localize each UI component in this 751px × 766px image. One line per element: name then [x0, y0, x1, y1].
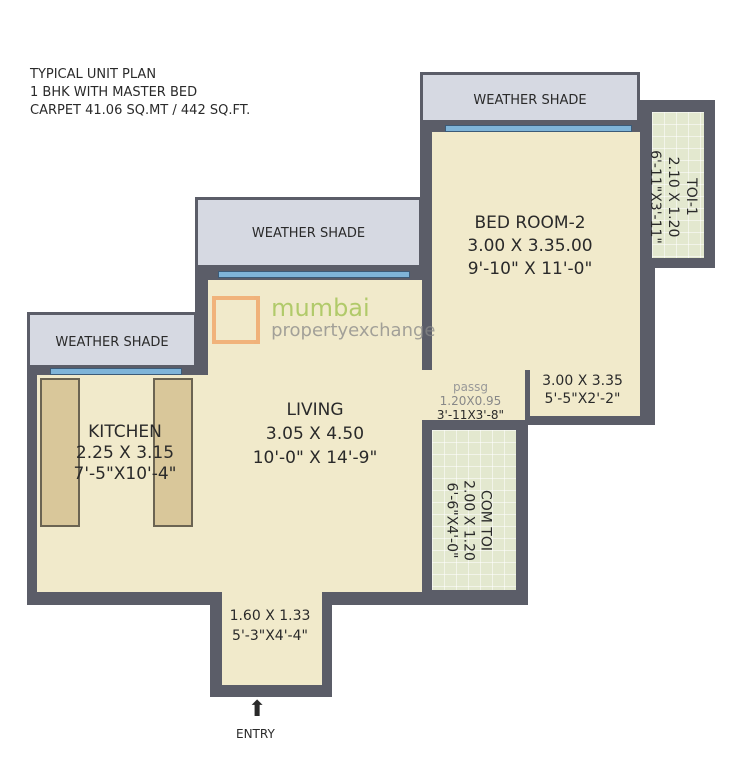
- kitchen-counter: [153, 378, 193, 527]
- room-name: COM TOI: [477, 489, 494, 552]
- room-name: BED ROOM-2: [474, 213, 586, 233]
- room-name: TOI-1: [683, 178, 699, 216]
- room-metric: 3.00 X 3.35: [542, 373, 623, 389]
- watermark-line2: propertyexchange: [271, 320, 436, 341]
- title-line: TYPICAL UNIT PLAN: [30, 67, 157, 82]
- room-metric: 2.00 X 1.20: [460, 480, 477, 561]
- utility-label: 3.00 X 3.35 5'-5"X2'-2": [525, 372, 640, 408]
- living-label: LIVING 3.05 X 4.50 10'-0" X 14'-9": [225, 398, 405, 470]
- room-imperial: 5'-3"X4'-4": [232, 628, 308, 644]
- room-imperial: 5'-5"X2'-2": [544, 391, 621, 407]
- room-name: passg: [452, 380, 489, 394]
- weather-shade-kitchen: WEATHER SHADE: [27, 312, 197, 372]
- room-metric: 3.00 X 3.35.00: [467, 236, 593, 256]
- shade-label: WEATHER SHADE: [251, 225, 366, 241]
- room-imperial: 6'-11"X3'-11": [647, 150, 663, 244]
- arrow-up-icon: ⬆: [248, 697, 267, 722]
- room-imperial: 10'-0" X 14'-9": [252, 448, 378, 468]
- window: [218, 271, 410, 278]
- shade-label: WEATHER SHADE: [55, 334, 169, 350]
- foyer-label: 1.60 X 1.33 5'-3"X4'-4": [215, 606, 325, 646]
- room-metric: 3.05 X 4.50: [265, 424, 365, 444]
- utility: [530, 370, 640, 416]
- passage: [420, 370, 525, 420]
- window: [50, 368, 182, 375]
- entry-label: ENTRY: [236, 727, 275, 741]
- room-imperial: 3'-11X3'-8": [436, 408, 505, 422]
- room-metric: 1.20X0.95: [439, 394, 502, 408]
- window: [445, 125, 632, 132]
- room-name: KITCHEN: [88, 422, 162, 442]
- room-metric: 2.10 X 1.20: [665, 156, 681, 238]
- room-imperial: 7'-5"X10'-4": [73, 464, 177, 484]
- plan-title: TYPICAL UNIT PLAN 1 BHK WITH MASTER BED …: [30, 66, 250, 120]
- bedroom: [432, 132, 640, 370]
- bedroom-label: BED ROOM-2 3.00 X 3.35.00 9'-10" X 11'-0": [440, 212, 620, 281]
- room-metric: 2.25 X 3.15: [75, 443, 175, 463]
- carpet-area: CARPET 41.06 SQ.MT / 442 SQ.FT.: [30, 103, 251, 118]
- room-name: LIVING: [286, 400, 344, 420]
- watermark-square-icon: [212, 296, 260, 344]
- room-imperial: 9'-10" X 11'-0": [467, 259, 593, 279]
- common-toilet: [432, 430, 516, 590]
- room-metric: 1.60 X 1.33: [229, 608, 311, 624]
- weather-shade-bedroom: WEATHER SHADE: [420, 72, 640, 128]
- toilet-1: [652, 112, 704, 258]
- watermark-line1: mumbai: [271, 294, 370, 322]
- kitchen-counter: [40, 378, 80, 527]
- subtitle-line: 1 BHK WITH MASTER BED: [30, 85, 198, 100]
- living-room: [208, 280, 422, 592]
- foyer: [222, 592, 322, 685]
- weather-shade-living: WEATHER SHADE: [195, 197, 422, 269]
- shade-label: WEATHER SHADE: [473, 92, 587, 108]
- room-imperial: 6'-6"X4'-0": [443, 482, 460, 559]
